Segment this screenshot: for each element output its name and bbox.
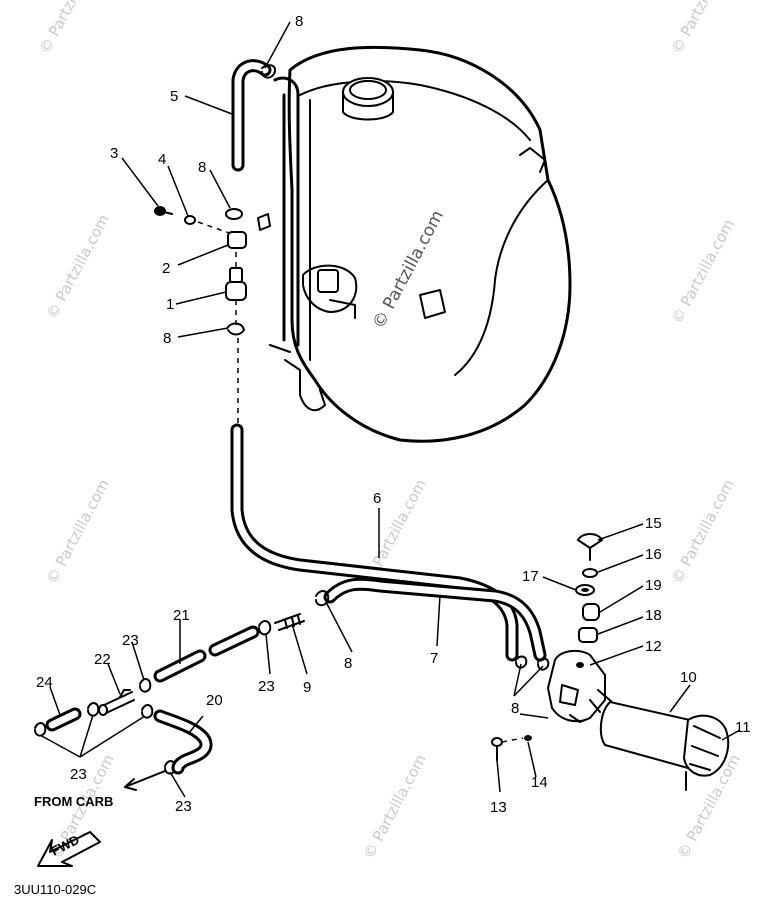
callout-6: 6 bbox=[373, 490, 381, 507]
hose-joint bbox=[98, 689, 135, 716]
watermark: © Partzilla.com bbox=[668, 476, 738, 587]
hose-clamp bbox=[258, 620, 272, 636]
callout-13: 13 bbox=[490, 799, 507, 816]
callout-14: 14 bbox=[531, 774, 548, 791]
callout-8: 8 bbox=[511, 700, 519, 717]
callout-9: 9 bbox=[303, 679, 311, 696]
fuel-hose-21 bbox=[153, 625, 260, 683]
watermark: © Partzilla.com bbox=[43, 211, 113, 322]
screw bbox=[154, 206, 173, 216]
hose-clamp bbox=[515, 655, 528, 669]
hose-clamp bbox=[139, 678, 152, 693]
fuel-hose-24 bbox=[45, 707, 82, 732]
callout-2: 2 bbox=[162, 260, 170, 277]
grommet bbox=[578, 627, 598, 643]
watermark: © Partzilla.com bbox=[369, 207, 448, 332]
bolt bbox=[491, 737, 503, 761]
fuel-pump-cap bbox=[682, 714, 730, 791]
from-carb-arrow bbox=[124, 770, 166, 791]
fuel-pump-bracket bbox=[546, 649, 606, 723]
callout-23: 23 bbox=[70, 766, 87, 783]
callout-23: 23 bbox=[122, 632, 139, 649]
callout-21: 21 bbox=[173, 607, 190, 624]
washer bbox=[582, 568, 598, 578]
fuel-cock-upper bbox=[197, 208, 271, 425]
callout-10: 10 bbox=[680, 669, 697, 686]
callout-23: 23 bbox=[258, 678, 275, 695]
screw bbox=[576, 533, 604, 561]
callout-24: 24 bbox=[36, 674, 53, 691]
callout-20: 20 bbox=[206, 692, 223, 709]
grommet bbox=[582, 603, 600, 621]
fuel-hose-7 bbox=[323, 577, 547, 662]
callout-8: 8 bbox=[198, 159, 206, 176]
from-carb-label: FROM CARB bbox=[34, 794, 113, 809]
washer bbox=[575, 584, 595, 596]
hose-fitting bbox=[274, 613, 305, 631]
callout-12: 12 bbox=[645, 638, 662, 655]
callout-3: 3 bbox=[110, 145, 118, 162]
callout-1: 1 bbox=[166, 296, 174, 313]
callout-7: 7 bbox=[430, 650, 438, 667]
callout-8: 8 bbox=[295, 13, 303, 30]
callout-17: 17 bbox=[522, 568, 539, 585]
leader-lines bbox=[39, 21, 741, 798]
callout-8: 8 bbox=[163, 330, 171, 347]
callout-22: 22 bbox=[94, 651, 111, 668]
hose-clamp bbox=[315, 590, 330, 607]
watermark: © Partzilla.com bbox=[668, 216, 738, 327]
callout-11: 11 bbox=[735, 719, 751, 736]
callout-19: 19 bbox=[645, 577, 662, 594]
diagram-code: 3UU110-029C bbox=[14, 882, 96, 897]
callout-23: 23 bbox=[175, 798, 192, 815]
fuel-tank bbox=[269, 45, 572, 443]
hose-clamp bbox=[87, 702, 100, 717]
fwd-arrow bbox=[37, 831, 101, 867]
callout-8: 8 bbox=[344, 655, 352, 672]
callout-15: 15 bbox=[645, 515, 662, 532]
hose-clamp bbox=[537, 657, 550, 671]
fuel-hose-6 bbox=[230, 423, 519, 662]
watermark: © Partzilla.com bbox=[43, 476, 113, 587]
callout-18: 18 bbox=[645, 607, 662, 624]
watermark: © Partzilla.com bbox=[36, 0, 106, 57]
fuel-pump bbox=[589, 689, 699, 770]
hose-clamp bbox=[141, 704, 154, 719]
washer bbox=[524, 735, 532, 741]
part-labels: 8 5 3 4 8 2 1 8 6 15 16 17 19 21 18 12 2… bbox=[36, 13, 751, 816]
callout-4: 4 bbox=[158, 151, 166, 168]
watermark: © Partzilla.com bbox=[360, 751, 430, 862]
washer bbox=[184, 215, 196, 225]
hose-clamp bbox=[261, 64, 276, 79]
watermark: © Partzilla.com bbox=[668, 0, 738, 57]
callout-16: 16 bbox=[645, 546, 662, 563]
hose-clamp bbox=[34, 722, 47, 737]
fuel-hose-20 bbox=[153, 709, 213, 775]
callout-5: 5 bbox=[170, 88, 178, 105]
